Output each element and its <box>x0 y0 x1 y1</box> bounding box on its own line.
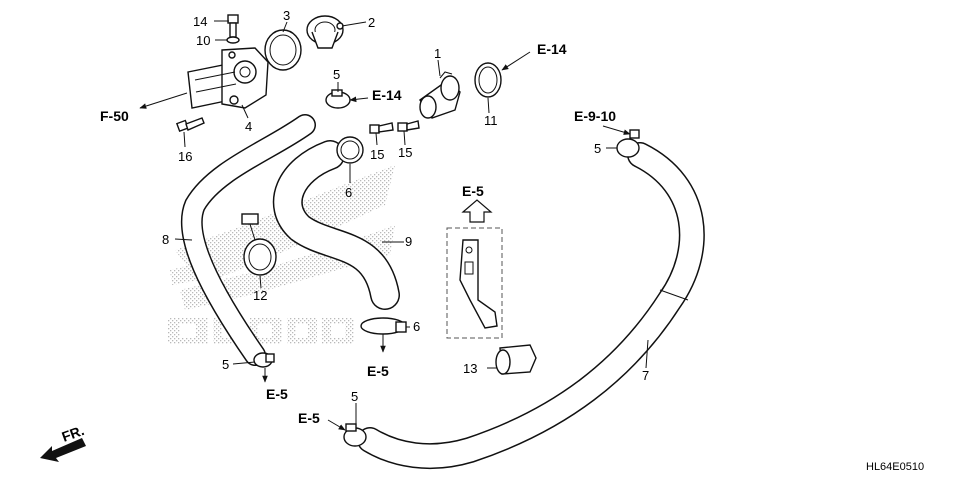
label-part-2: 2 <box>368 15 375 30</box>
bolt-15-left <box>369 122 394 134</box>
front-arrow-icon <box>40 438 86 462</box>
clamp-5-top <box>325 89 351 109</box>
clamp-6-bottom <box>360 317 407 335</box>
label-part-6-bottom: 6 <box>413 319 420 334</box>
ref-e14-right: E-14 <box>537 41 567 57</box>
reference-arrows <box>40 51 631 462</box>
label-part-14: 14 <box>193 14 207 29</box>
label-part-6-top: 6 <box>345 185 352 200</box>
bolt-14 <box>227 14 239 38</box>
clamp-5-left <box>253 352 275 368</box>
clamp-12 <box>241 213 277 276</box>
label-part-13: 13 <box>463 361 477 376</box>
label-part-11: 11 <box>484 113 498 128</box>
diagram-code: HL64E0510 <box>866 461 924 473</box>
bolt-16 <box>175 117 205 133</box>
label-part-16: 16 <box>178 149 192 164</box>
thermostat-2 <box>306 15 344 49</box>
clamp-5-bottom <box>343 423 367 447</box>
gasket-3 <box>264 29 302 71</box>
ref-e9-10: E-9-10 <box>574 108 616 124</box>
watermark-letters <box>168 318 354 344</box>
label-part-5-right: 5 <box>594 141 601 156</box>
clamp-5-right <box>616 129 640 158</box>
ref-front: FR. <box>60 422 87 445</box>
ref-e5-bracket: E-5 <box>462 183 484 199</box>
label-part-5-bottom: 5 <box>351 389 358 404</box>
label-part-5-top: 5 <box>333 67 340 82</box>
clamp-6-top <box>336 136 364 164</box>
hose-8 <box>180 114 316 366</box>
label-part-7: 7 <box>642 368 649 383</box>
washer-10 <box>226 36 240 44</box>
label-part-8: 8 <box>162 232 169 247</box>
ref-e5-bottom: E-5 <box>298 410 320 426</box>
o-ring-11 <box>474 62 502 98</box>
label-part-9: 9 <box>405 234 412 249</box>
hose-9 <box>272 140 400 310</box>
water-joint-1 <box>419 71 461 119</box>
label-part-3: 3 <box>283 8 290 23</box>
label-part-15-left: 15 <box>370 147 384 162</box>
bracket-inset <box>446 199 503 339</box>
label-part-5-left: 5 <box>222 357 229 372</box>
hose-7 <box>357 142 705 470</box>
ref-e14-left: E-14 <box>372 87 402 103</box>
label-part-4: 4 <box>245 119 252 134</box>
leader-lines <box>174 20 649 424</box>
label-part-15-right: 15 <box>398 145 412 160</box>
label-part-1: 1 <box>434 46 441 61</box>
bolt-15-right <box>397 120 420 132</box>
label-part-12: 12 <box>253 288 267 303</box>
thermostat-housing-4 <box>187 47 269 109</box>
label-part-10: 10 <box>196 33 210 48</box>
ref-e5-left: E-5 <box>266 386 288 402</box>
connector-13 <box>495 344 537 375</box>
ref-e5-center: E-5 <box>367 363 389 379</box>
ref-f50: F-50 <box>100 108 129 124</box>
